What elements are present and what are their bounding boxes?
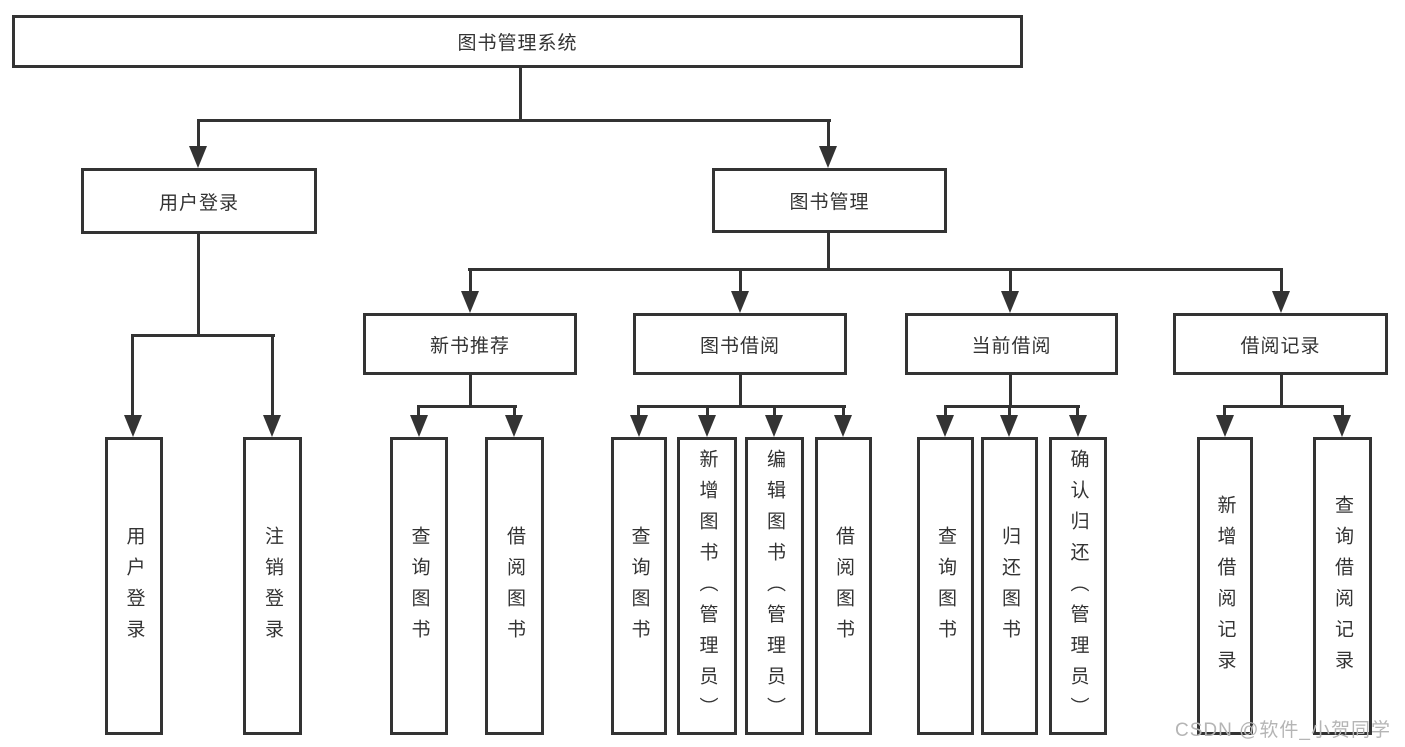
connector-line — [842, 405, 845, 417]
connector-line — [417, 405, 517, 408]
watermark: CSDN @软件_小贺同学 — [1175, 720, 1391, 741]
connector-line — [1223, 405, 1344, 408]
arrow-down-icon — [1216, 415, 1234, 437]
node-book-management: 图书管理 — [712, 168, 947, 233]
leaf-return-book: 归还图书 — [981, 437, 1038, 735]
connector-line — [637, 405, 640, 417]
leaf-borrow-book: 借阅图书 — [815, 437, 872, 735]
arrow-down-icon — [819, 146, 837, 168]
leaf-edit-book-admin: 编辑图书（管理员） — [745, 437, 804, 735]
connector-line — [739, 268, 742, 293]
arrow-down-icon — [630, 415, 648, 437]
arrow-down-icon — [1069, 415, 1087, 437]
connector-line — [1280, 375, 1283, 408]
arrow-down-icon — [1000, 415, 1018, 437]
connector-line — [1223, 405, 1226, 417]
node-root-system: 图书管理系统 — [12, 15, 1023, 68]
connector-line — [417, 405, 420, 417]
arrow-down-icon — [410, 415, 428, 437]
leaf-add-borrow-record: 新增借阅记录 — [1197, 437, 1253, 735]
leaf-query-book-borrow: 查询图书 — [611, 437, 667, 735]
connector-line — [469, 268, 472, 293]
arrow-down-icon — [765, 415, 783, 437]
connector-line — [131, 334, 275, 337]
arrow-down-icon — [1333, 415, 1351, 437]
arrow-down-icon — [698, 415, 716, 437]
connector-line — [271, 334, 274, 417]
arrow-down-icon — [834, 415, 852, 437]
connector-line — [131, 334, 134, 417]
connector-line — [197, 233, 200, 337]
connector-line — [944, 405, 947, 417]
connector-line — [513, 405, 516, 417]
leaf-confirm-return-admin: 确认归还（管理员） — [1049, 437, 1107, 735]
connector-line — [827, 232, 830, 271]
arrow-down-icon — [505, 415, 523, 437]
arrow-down-icon — [936, 415, 954, 437]
connector-line — [827, 119, 830, 148]
connector-line — [739, 375, 742, 408]
arrow-down-icon — [124, 415, 142, 437]
connector-line — [637, 405, 846, 408]
leaf-borrow-book-recommend: 借阅图书 — [485, 437, 544, 735]
node-new-book-recommend: 新书推荐 — [363, 313, 577, 375]
connector-line — [1009, 268, 1012, 293]
leaf-query-book-current: 查询图书 — [917, 437, 974, 735]
leaf-query-book-recommend: 查询图书 — [390, 437, 448, 735]
connector-line — [1341, 405, 1344, 417]
connector-line — [469, 375, 472, 408]
node-borrow-record: 借阅记录 — [1173, 313, 1388, 375]
connector-line — [1008, 405, 1011, 417]
arrow-down-icon — [189, 146, 207, 168]
node-current-borrow: 当前借阅 — [905, 313, 1118, 375]
connector-line — [197, 119, 200, 148]
connector-line — [706, 405, 709, 417]
connector-line — [468, 268, 1283, 271]
node-user-login: 用户登录 — [81, 168, 317, 234]
connector-line — [1280, 268, 1283, 293]
connector-line — [519, 68, 522, 120]
connector-line — [197, 119, 831, 122]
arrow-down-icon — [263, 415, 281, 437]
arrow-down-icon — [461, 291, 479, 313]
leaf-user-login: 用户登录 — [105, 437, 163, 735]
arrow-down-icon — [731, 291, 749, 313]
arrow-down-icon — [1001, 291, 1019, 313]
arrow-down-icon — [1272, 291, 1290, 313]
leaf-logout: 注销登录 — [243, 437, 302, 735]
connector-line — [1009, 375, 1012, 408]
connector-line — [1076, 405, 1079, 417]
leaf-query-borrow-record: 查询借阅记录 — [1313, 437, 1372, 735]
node-book-borrow: 图书借阅 — [633, 313, 847, 375]
connector-line — [773, 405, 776, 417]
connector-line — [944, 405, 1080, 408]
leaf-add-book-admin: 新增图书（管理员） — [677, 437, 737, 735]
